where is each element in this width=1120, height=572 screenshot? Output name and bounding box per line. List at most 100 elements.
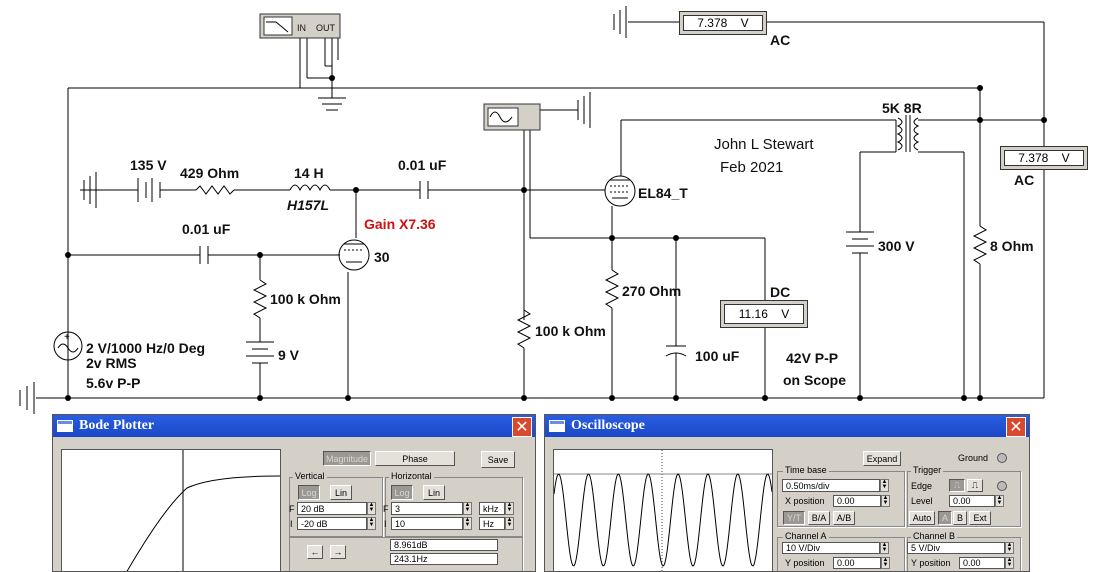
ground-terminal-icon[interactable] xyxy=(997,453,1007,463)
voltmeter-top[interactable]: 7.378 V xyxy=(679,11,767,35)
channel-a-ypos-field[interactable]: 0.00 xyxy=(833,557,881,569)
vertical-log-button[interactable]: Log xyxy=(298,485,320,500)
channel-b-field[interactable]: 5 V/Div xyxy=(907,542,1005,554)
bode-title: Bode Plotter xyxy=(79,418,155,433)
trigger-terminal-icon[interactable] xyxy=(997,481,1007,491)
voltmeter-dc[interactable]: 11.16 V xyxy=(720,300,808,328)
expand-button[interactable]: Expand xyxy=(863,451,901,466)
channel-a-ypos-label: Y position xyxy=(785,558,825,568)
bode-close-button[interactable]: ✕ xyxy=(512,417,532,437)
cap-100uf-label: 100 uF xyxy=(695,348,740,364)
vertical-initial-spinner[interactable]: ▲▼ xyxy=(367,517,376,530)
scope-titlebar[interactable]: Oscilloscope xyxy=(545,415,1029,437)
channel-a-field[interactable]: 10 V/Div xyxy=(782,542,880,554)
bode-graph xyxy=(61,449,281,571)
vertical-final-spinner[interactable]: ▲▼ xyxy=(367,502,376,515)
horizontal-f-label: F xyxy=(383,504,389,514)
channel-b-ypos-spinner[interactable]: ▲▼ xyxy=(1005,557,1014,569)
source-label-3: 5.6v P-P xyxy=(86,375,141,391)
channel-b-ypos-field[interactable]: 0.00 xyxy=(959,557,1005,569)
magnitude-button[interactable]: Magnitude xyxy=(323,451,371,466)
edge-rising-button[interactable]: ⎍ xyxy=(949,479,965,492)
trigger-ext-button[interactable]: Ext xyxy=(969,511,991,525)
channel-b-group xyxy=(907,537,1021,571)
ab-button[interactable]: A/B xyxy=(833,511,855,525)
yt-button[interactable]: Y/T xyxy=(783,511,805,525)
voltmeter-right[interactable]: 7.378 V xyxy=(1000,146,1088,170)
scope-waveform xyxy=(553,450,773,571)
timebase-label: Time base xyxy=(783,465,829,475)
source-label-2: 2v RMS xyxy=(86,355,137,371)
horizontal-initial-unit-spinner[interactable]: ▲▼ xyxy=(505,517,514,530)
inductor-model-label: H157L xyxy=(287,197,330,213)
scope-title: Oscilloscope xyxy=(571,418,645,433)
channel-a-ypos-spinner[interactable]: ▲▼ xyxy=(881,557,890,569)
battery-135v-label: 135 V xyxy=(130,157,167,173)
voltmeter-dc-value: 11.16 xyxy=(738,307,768,321)
voltmeter-right-unit: V xyxy=(1061,151,1070,165)
timebase-group xyxy=(777,471,905,527)
cursor-right-button[interactable]: → xyxy=(330,545,346,559)
x-position-field[interactable]: 0.00 xyxy=(833,495,881,507)
tube-el84-label: EL84_T xyxy=(638,185,688,201)
scope-note-2: on Scope xyxy=(783,372,847,388)
author-label: John L Stewart xyxy=(714,136,814,153)
vertical-lin-button[interactable]: Lin xyxy=(330,485,352,500)
bode-titlebar[interactable]: Bode Plotter xyxy=(53,415,535,437)
voltmeter-right-mode: AC xyxy=(1014,172,1035,188)
save-button[interactable]: Save xyxy=(481,451,515,468)
date-label: Feb 2021 xyxy=(720,159,784,176)
level-field[interactable]: 0.00 xyxy=(949,495,995,507)
timebase-spinner[interactable]: ▲▼ xyxy=(880,479,889,492)
channel-a-group xyxy=(777,537,905,571)
bode-curve xyxy=(126,450,281,571)
level-spinner[interactable]: ▲▼ xyxy=(995,495,1004,507)
voltmeter-top-value: 7.378 xyxy=(697,16,728,30)
scope-close-button[interactable]: ✕ xyxy=(1006,417,1026,437)
horizontal-initial-unit[interactable]: Hz xyxy=(479,517,505,530)
cursor-left-button[interactable]: ← xyxy=(307,545,323,559)
resistor-8ohm-label: 8 Ohm xyxy=(990,238,1034,254)
scope-note-1: 42V P-P xyxy=(786,350,839,366)
channel-a-label: Channel A xyxy=(783,531,829,541)
readout-frequency: 243.1Hz xyxy=(390,553,498,565)
horizontal-label: Horizontal xyxy=(389,471,434,481)
horizontal-initial-spinner[interactable]: ▲▼ xyxy=(463,517,472,530)
trigger-b-button[interactable]: B xyxy=(953,511,967,525)
timebase-field[interactable]: 0.50ms/div xyxy=(782,479,880,492)
horizontal-final-field[interactable]: 3 xyxy=(391,502,463,515)
window-icon xyxy=(549,420,565,432)
voltmeter-right-display: 7.378 V xyxy=(1004,150,1084,166)
battery-9v-label: 9 V xyxy=(278,347,300,363)
phase-button[interactable]: Phase xyxy=(375,451,455,466)
svg-text:+: + xyxy=(64,332,70,343)
level-label: Level xyxy=(911,496,933,506)
vertical-i-label: I xyxy=(290,519,293,529)
x-position-label: X position xyxy=(785,496,825,506)
vertical-final-field[interactable]: 20 dB xyxy=(297,502,367,515)
vertical-initial-field[interactable]: -20 dB xyxy=(297,517,367,530)
readout-group xyxy=(289,537,523,571)
horizontal-group xyxy=(385,477,523,537)
horizontal-initial-field[interactable]: 10 xyxy=(391,517,463,530)
horizontal-final-unit-spinner[interactable]: ▲▼ xyxy=(505,502,514,515)
transformer-label: 5K 8R xyxy=(882,100,922,116)
trigger-label: Trigger xyxy=(911,465,944,475)
channel-a-spinner[interactable]: ▲▼ xyxy=(880,542,889,554)
trigger-a-button[interactable]: A xyxy=(938,511,952,525)
auto-button[interactable]: Auto xyxy=(909,511,935,525)
resistor-100k-left-label: 100 k Ohm xyxy=(270,291,341,307)
horizontal-lin-button[interactable]: Lin xyxy=(423,485,445,500)
horizontal-log-button[interactable]: Log xyxy=(391,485,413,500)
horizontal-final-spinner[interactable]: ▲▼ xyxy=(463,502,472,515)
channel-b-spinner[interactable]: ▲▼ xyxy=(1005,542,1014,554)
edge-falling-button[interactable]: ⎍ xyxy=(967,479,983,492)
battery-300v-label: 300 V xyxy=(878,238,915,254)
bode-out-label: OUT xyxy=(316,23,335,33)
horizontal-final-unit[interactable]: kHz xyxy=(479,502,505,515)
x-position-spinner[interactable]: ▲▼ xyxy=(881,495,890,507)
ba-button[interactable]: B/A xyxy=(808,511,830,525)
edge-label: Edge xyxy=(911,481,933,491)
channel-b-label: Channel B xyxy=(911,531,958,541)
